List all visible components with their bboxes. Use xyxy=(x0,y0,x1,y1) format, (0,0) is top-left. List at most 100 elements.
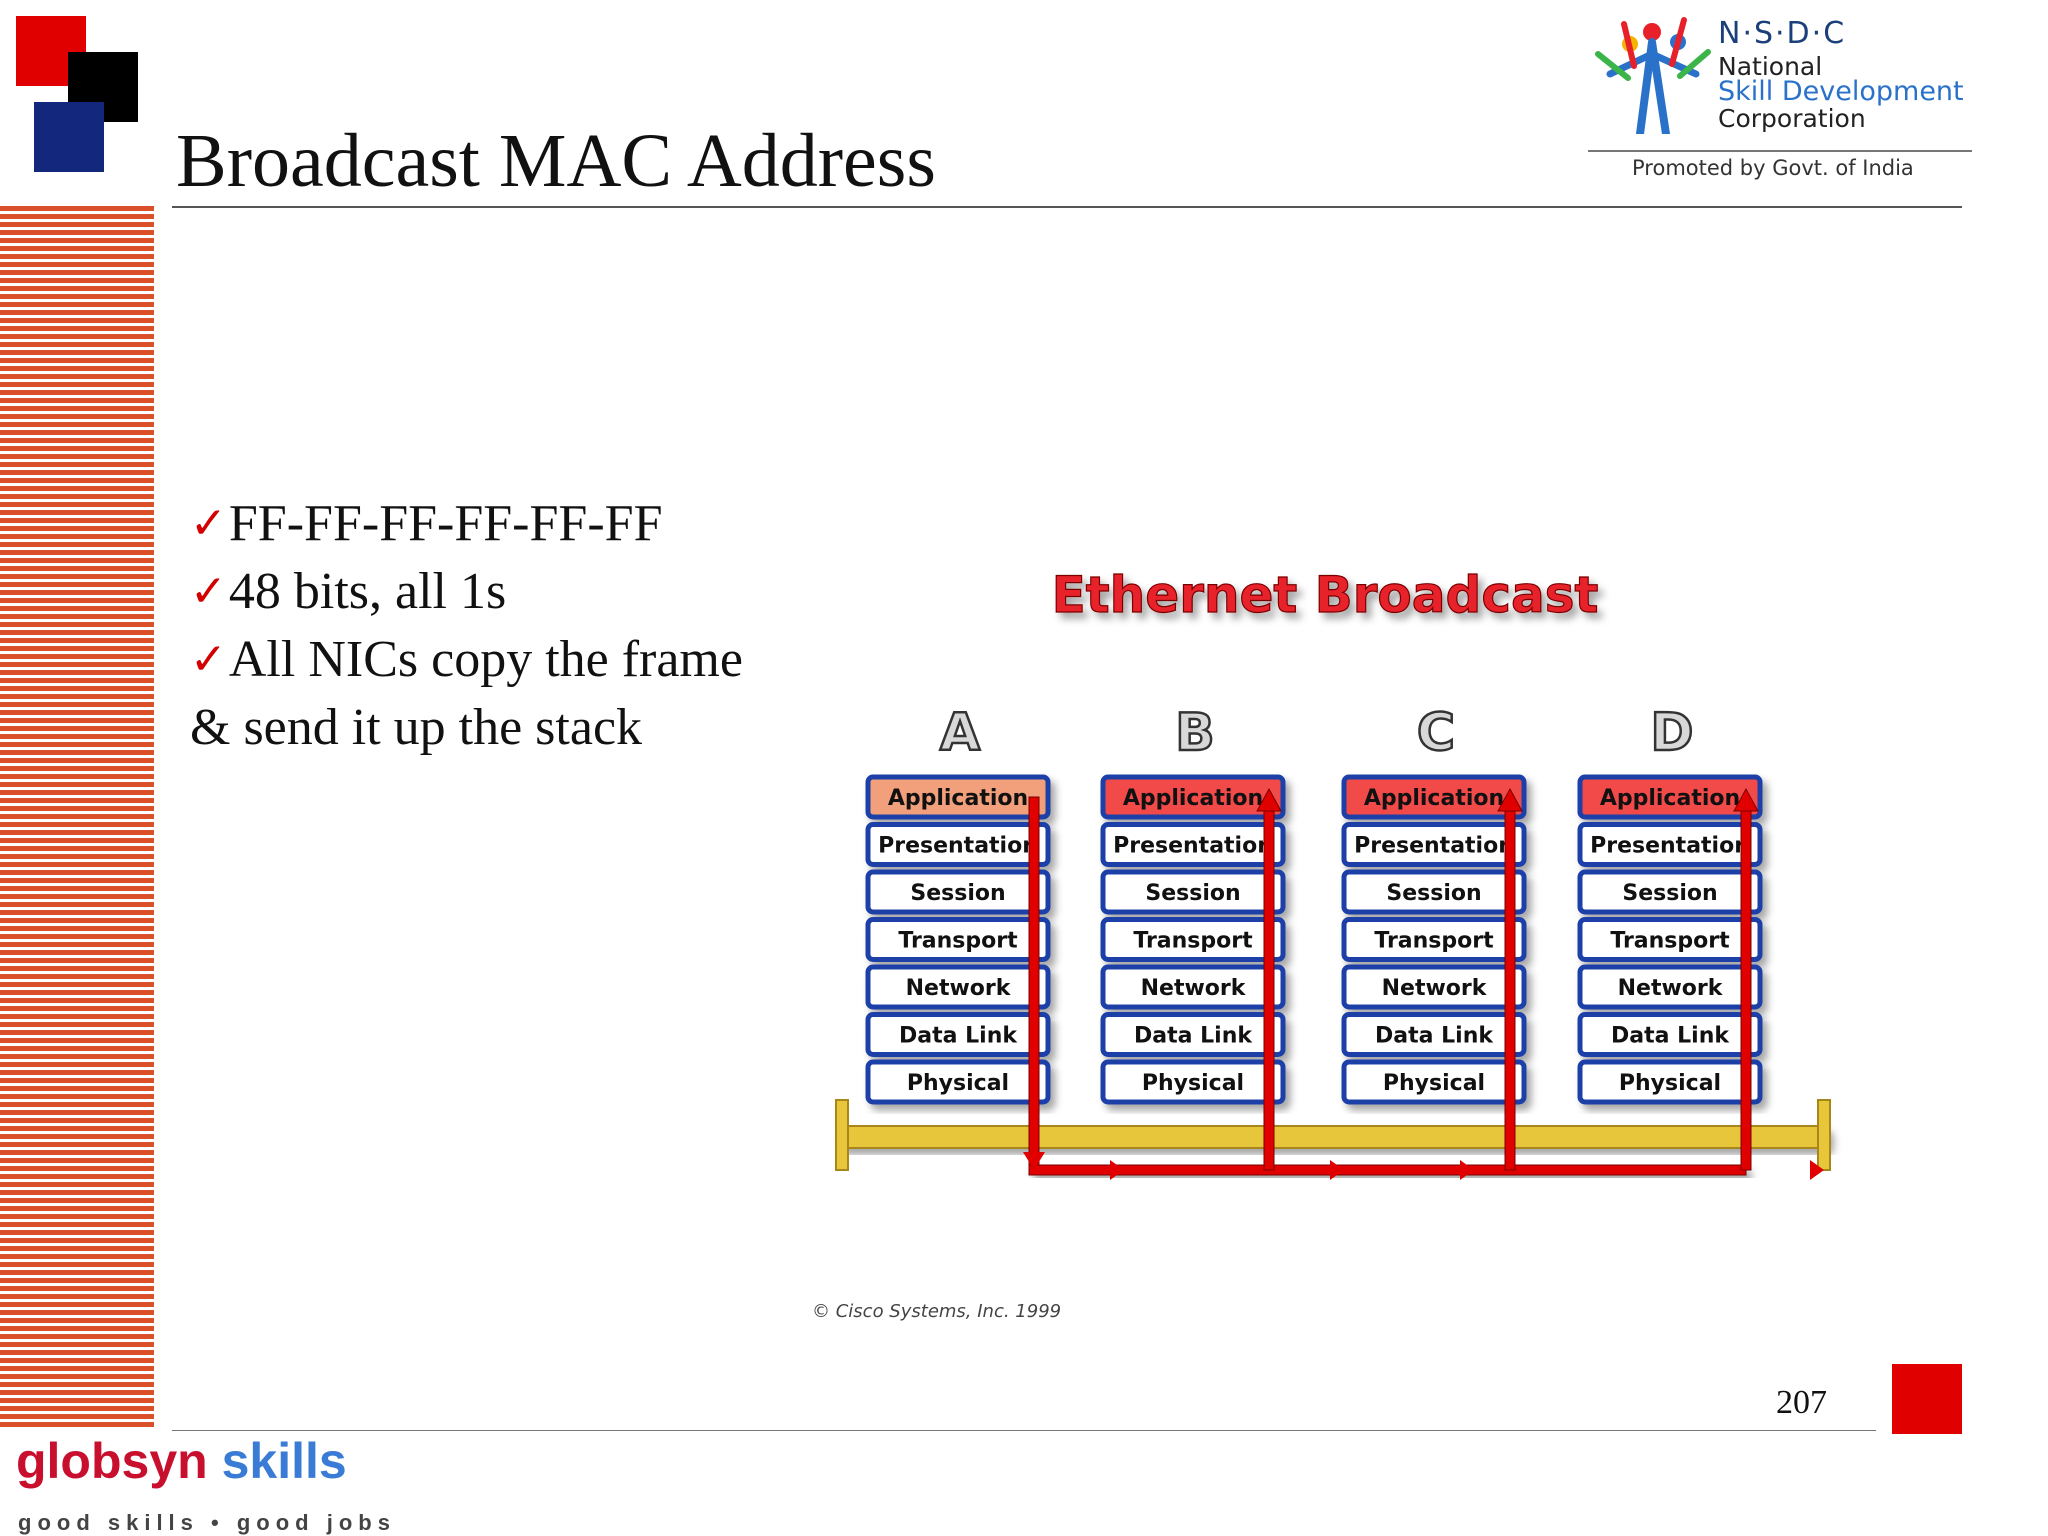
layer-label: Network xyxy=(1141,976,1247,1001)
layer-box xyxy=(1577,1059,1763,1105)
up-arrow-icon xyxy=(1733,787,1759,812)
layer-label: Data Link xyxy=(1375,1024,1494,1049)
bullet-item: ✓All NICs copy the frame & send it up th… xyxy=(190,626,790,762)
nsdc-name-line1: National xyxy=(1718,52,1823,81)
host-label: A xyxy=(940,703,980,763)
layer-box xyxy=(1100,1012,1286,1057)
layer-box xyxy=(865,1012,1051,1057)
layer-label: Session xyxy=(1622,881,1717,906)
layer-box xyxy=(1577,869,1763,915)
layer-box xyxy=(1577,774,1763,820)
diagram-title: Ethernet Broadcast xyxy=(1052,566,1599,624)
layer-label: Data Link xyxy=(1134,1024,1253,1049)
layer-box xyxy=(1577,964,1763,1010)
layer-label: Data Link xyxy=(899,1024,1018,1049)
layer-label: Application xyxy=(1123,786,1263,811)
host-label: C xyxy=(1417,703,1455,763)
deco-square-blue xyxy=(34,102,104,172)
layer-box xyxy=(1341,917,1527,962)
layer-label: Presentation xyxy=(1590,834,1750,859)
bullet-text: All NICs copy the frame & send it up the… xyxy=(190,631,743,756)
page-number: 207 xyxy=(1776,1384,1827,1421)
up-arrow-icon xyxy=(1256,787,1282,812)
layer-box xyxy=(1577,917,1763,962)
layer-box xyxy=(1577,822,1763,867)
bullet-item: ✓48 bits, all 1s xyxy=(190,558,790,626)
signal-line xyxy=(1028,1164,1747,1176)
layer-box xyxy=(1577,1012,1763,1057)
layer-box xyxy=(1341,822,1527,867)
globsyn-logo: globsyn skills xyxy=(16,1432,347,1490)
layer-label: Physical xyxy=(907,1071,1009,1096)
checkmark-icon: ✓ xyxy=(190,634,227,685)
layer-label: Presentation xyxy=(1113,834,1273,859)
layer-label: Application xyxy=(888,786,1028,811)
bus-terminator-right xyxy=(1817,1099,1831,1171)
nsdc-people-icon xyxy=(1595,17,1711,134)
left-striped-bar xyxy=(0,206,154,1428)
nsdc-logo: N·S·D·C National Skill Development Corpo… xyxy=(1588,14,1972,189)
ethernet-bus xyxy=(837,1125,1829,1149)
layer-label: Session xyxy=(1145,881,1240,906)
nsdc-acronym: N·S·D·C xyxy=(1718,16,1847,51)
globsyn-brand-part2: skills xyxy=(221,1433,347,1489)
signal-line xyxy=(1028,796,1040,1171)
globsyn-brand-part1: globsyn xyxy=(16,1433,208,1489)
right-arrow-icon xyxy=(1460,1160,1474,1180)
signal-line xyxy=(1740,798,1752,1171)
layer-label: Session xyxy=(1386,881,1481,906)
layer-box xyxy=(1341,1059,1527,1105)
layer-label: Transport xyxy=(1374,929,1494,954)
globsyn-tagline: good skills • good jobs xyxy=(18,1510,396,1535)
bullet-item: ✓FF-FF-FF-FF-FF-FF xyxy=(190,490,790,558)
down-arrow-icon xyxy=(1023,1152,1045,1170)
right-arrow-icon xyxy=(1330,1160,1344,1180)
layer-label: Application xyxy=(1600,786,1740,811)
layer-label: Data Link xyxy=(1611,1024,1730,1049)
layer-box xyxy=(1100,774,1286,820)
layer-box xyxy=(1100,822,1286,867)
layer-label: Transport xyxy=(1133,929,1253,954)
layer-label: Network xyxy=(906,976,1012,1001)
layer-box xyxy=(865,1059,1051,1105)
layer-label: Network xyxy=(1618,976,1724,1001)
layer-box xyxy=(1341,774,1527,820)
signal-line xyxy=(1504,798,1516,1171)
layer-box xyxy=(865,964,1051,1010)
bullet-text: 48 bits, all 1s xyxy=(228,563,507,620)
layer-box xyxy=(865,869,1051,915)
layer-box xyxy=(1341,869,1527,915)
host-label: B xyxy=(1175,703,1215,763)
bullet-list: ✓FF-FF-FF-FF-FF-FF ✓48 bits, all 1s ✓All… xyxy=(190,490,790,762)
layer-box xyxy=(1100,917,1286,962)
diagram-copyright: © Cisco Systems, Inc. 1999 xyxy=(812,1301,1061,1322)
checkmark-icon: ✓ xyxy=(190,566,227,617)
layer-label: Presentation xyxy=(878,834,1038,859)
layer-label: Presentation xyxy=(1354,834,1514,859)
right-arrow-icon xyxy=(1810,1160,1824,1180)
nsdc-name-line2: Skill Development xyxy=(1718,76,1964,107)
layer-box xyxy=(865,822,1051,867)
footer-rule xyxy=(172,1430,1876,1431)
layer-box xyxy=(1100,1059,1286,1105)
bullet-text: FF-FF-FF-FF-FF-FF xyxy=(228,495,663,552)
layer-label: Transport xyxy=(898,929,1018,954)
layer-label: Network xyxy=(1382,976,1488,1001)
layer-label: Physical xyxy=(1142,1071,1244,1096)
bus-terminator-left xyxy=(835,1099,849,1171)
nsdc-divider xyxy=(1588,150,1972,152)
layer-box xyxy=(1100,964,1286,1010)
nsdc-promoted-text: Promoted by Govt. of India xyxy=(1632,156,1914,180)
host-label: D xyxy=(1650,703,1693,763)
footer-red-square xyxy=(1892,1364,1962,1434)
up-arrow-icon xyxy=(1497,787,1523,812)
title-underline xyxy=(172,206,1962,208)
checkmark-icon: ✓ xyxy=(190,498,227,549)
layer-box xyxy=(865,917,1051,962)
layer-box xyxy=(1341,1012,1527,1057)
signal-line xyxy=(1263,798,1275,1171)
layer-label: Application xyxy=(1364,786,1504,811)
layer-label: Transport xyxy=(1610,929,1730,954)
nsdc-name-line3: Corporation xyxy=(1718,104,1866,133)
